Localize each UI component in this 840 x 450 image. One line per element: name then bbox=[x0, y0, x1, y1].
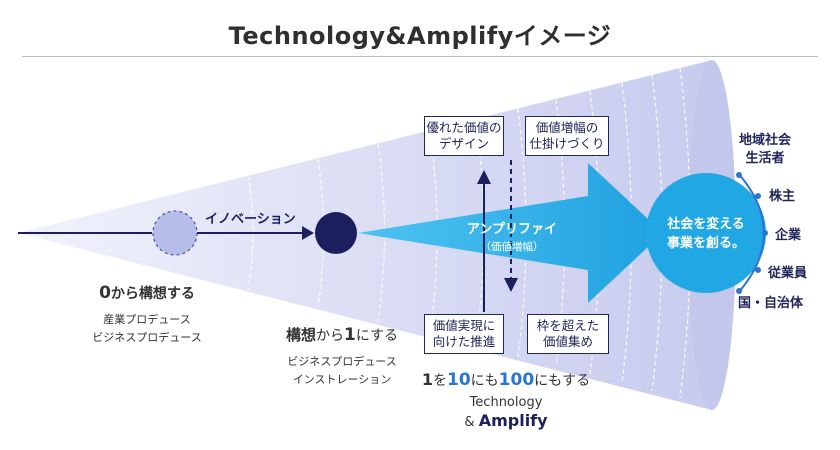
value-up-arrowhead bbox=[477, 170, 491, 184]
stage-one: 構想から1にする ビジネスプロデュース インストレーション bbox=[262, 324, 422, 387]
box-value-gathering: 枠を超えた 価値集め bbox=[527, 314, 609, 354]
page-title: Technology&Amplifyイメージ bbox=[228, 22, 612, 50]
stakeholder-community: 地域社会 生活者 bbox=[738, 133, 791, 166]
stage-amplify-tech: Technology bbox=[469, 395, 543, 410]
stage-one-sub1: ビジネスプロデュース bbox=[287, 355, 397, 368]
stage-amplify-heading: 1を10にも100にもする bbox=[421, 370, 591, 390]
box-amplify-mechanism: 価値増幅の 仕掛けづくり bbox=[525, 116, 609, 156]
stage-zero-sub1: 産業プロデュース bbox=[103, 313, 191, 326]
amplify-label: アンプリファイ （価値増幅） bbox=[452, 218, 572, 254]
value-down-arrowhead bbox=[504, 278, 518, 292]
stakeholder-companies: 企業 bbox=[775, 228, 802, 243]
amplify-label-sub: （価値増幅） bbox=[480, 241, 544, 253]
stage-amplify-brand: & Amplify bbox=[464, 411, 548, 430]
stage-one-heading: 構想から1にする bbox=[286, 325, 398, 345]
society-circle bbox=[646, 173, 766, 293]
idea-circle bbox=[152, 210, 198, 256]
stage-amplify: 1を10にも100にもする Technology & Amplify bbox=[408, 370, 604, 430]
stage-zero: 0から構想する 産業プロデュース ビジネスプロデュース bbox=[62, 283, 232, 345]
box-value-design: 優れた価値の デザイン bbox=[424, 116, 504, 156]
stakeholder-shareholders: 株主 bbox=[769, 189, 796, 204]
society-circle-text: 社会を変える 事業を創る。 bbox=[666, 217, 745, 251]
stage-zero-sub2: ビジネスプロデュース bbox=[92, 331, 202, 344]
innovation-arrowhead bbox=[302, 226, 314, 240]
amplify-label-main: アンプリファイ bbox=[466, 222, 558, 237]
stakeholder-dots bbox=[736, 172, 768, 294]
business-circle bbox=[315, 212, 357, 254]
stakeholder-employees: 従業員 bbox=[768, 266, 808, 281]
stage-zero-heading: 0から構想する bbox=[99, 283, 195, 303]
title-divider bbox=[22, 56, 818, 57]
innovation-label: イノベーション bbox=[205, 212, 296, 227]
stakeholder-government: 国・自治体 bbox=[738, 296, 804, 311]
stage-one-sub2: インストレーション bbox=[292, 373, 392, 386]
box-value-realization: 価値実現に 向けた推進 bbox=[424, 314, 504, 354]
